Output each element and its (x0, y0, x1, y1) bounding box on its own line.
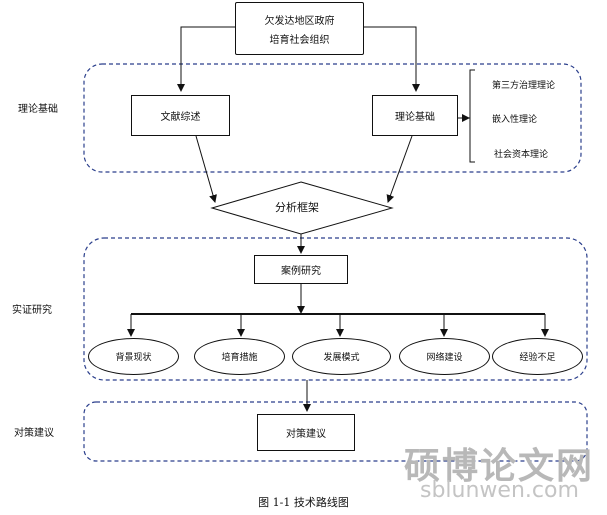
policy-advice-label: 对策建议 (286, 429, 326, 440)
section-label-theory: 理论基础 (18, 104, 58, 115)
case-item-label-5: 经验不足 (519, 353, 556, 363)
connector-theory-to-framework (386, 135, 413, 203)
case-item-ellipse-4: 网络建设 (399, 338, 490, 375)
top-box-line2: 培育社会组织 (269, 34, 330, 46)
case-study-box: 案例研究 (254, 255, 348, 284)
connector-top-left (177, 26, 235, 92)
advice-section-frame (83, 401, 588, 462)
policy-advice-box: 对策建议 (257, 414, 355, 451)
case-item-label-1: 背景现状 (115, 353, 152, 363)
case-item-label-3: 发展模式 (323, 353, 360, 363)
theory-basis-box: 理论基础 (372, 95, 458, 136)
theory-item-3: 社会资本理论 (494, 150, 549, 160)
section-label-empirical: 实证研究 (12, 305, 52, 316)
case-study-label: 案例研究 (281, 266, 321, 277)
watermark-cn: 硕博论文网 (404, 446, 595, 487)
connector-lit-to-framework (195, 135, 217, 203)
case-item-ellipse-2: 培育措施 (194, 338, 285, 375)
case-item-label-2: 培育措施 (221, 353, 258, 363)
case-item-ellipse-1: 背景现状 (88, 338, 179, 375)
case-item-ellipse-3: 发展模式 (292, 338, 391, 375)
case-item-ellipse-5: 经验不足 (492, 338, 583, 375)
section-label-advice: 对策建议 (14, 428, 54, 439)
top-box-line1: 欠发达地区政府 (264, 15, 335, 27)
empirical-section-frame (83, 237, 588, 381)
theory-brace (465, 69, 475, 163)
theory-section-frame (83, 63, 582, 173)
theory-item-2: 嵌入性理论 (492, 115, 538, 125)
theory-item-1: 第三方治理理论 (492, 81, 556, 91)
connector-top-right (364, 26, 420, 92)
literature-review-label: 文献综述 (160, 112, 201, 123)
literature-review-box: 文献综述 (131, 95, 230, 136)
case-item-label-4: 网络建设 (426, 353, 463, 363)
top-box: 欠发达地区政府 培育社会组织 (235, 2, 364, 55)
theory-basis-label: 理论基础 (395, 112, 435, 123)
watermark-en: sblunwen.com (420, 478, 579, 503)
analysis-framework-label: 分析框架 (275, 201, 319, 214)
figure-caption: 图 1-1 技术路线图 (258, 496, 349, 509)
